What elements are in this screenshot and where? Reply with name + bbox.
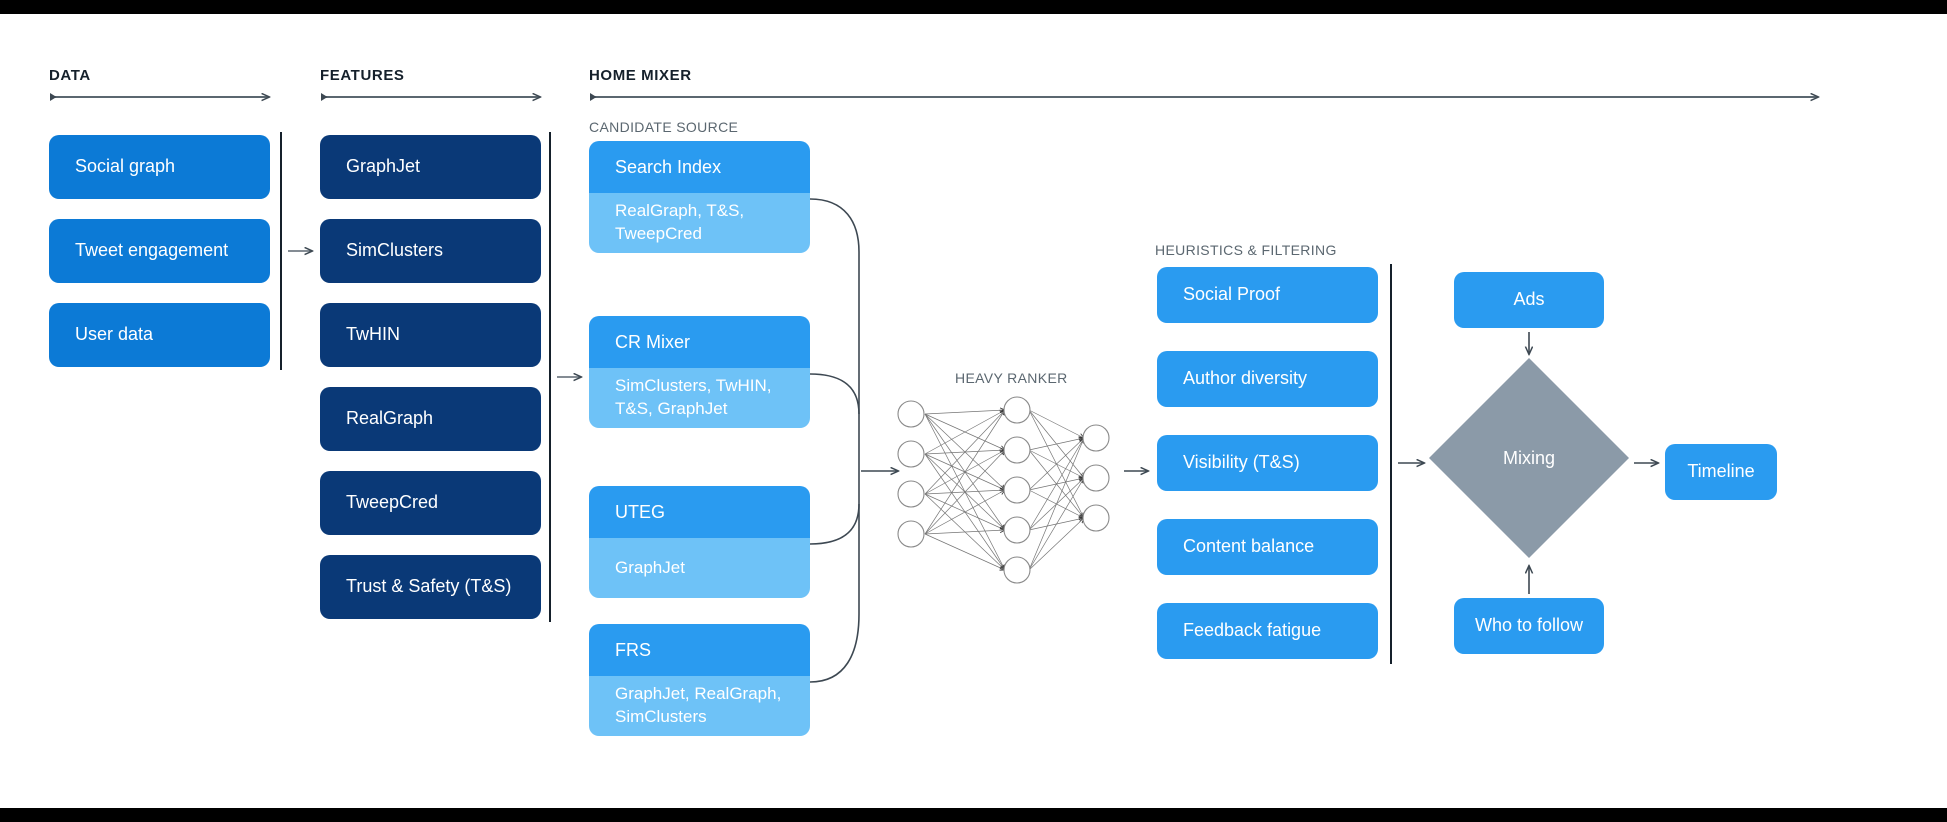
nn-hidden-node: [1003, 556, 1031, 584]
output-box-who-to-follow[interactable]: Who to follow: [1454, 598, 1604, 654]
heuristic-box-label: Feedback fatigue: [1183, 620, 1322, 641]
candidate-source-features: SimClusters, TwHIN, T&S, GraphJet: [589, 368, 810, 428]
subsection-title-candidate-source: CANDIDATE SOURCE: [589, 119, 739, 135]
data-box-label: Tweet engagement: [75, 240, 229, 261]
feature-box-label: TweepCred: [346, 492, 439, 513]
data-box-social-graph[interactable]: Social graph: [49, 135, 270, 199]
nn-input-node: [897, 440, 925, 468]
nn-input-node: [897, 520, 925, 548]
nn-input-node: [897, 400, 925, 428]
diagram-canvas: DATA FEATURES HOME MIXER CANDIDATE SOURC…: [0, 14, 1947, 808]
feature-box-label: RealGraph: [346, 408, 434, 429]
data-box-tweet-engagement[interactable]: Tweet engagement: [49, 219, 270, 283]
feature-box-trust-safety[interactable]: Trust & Safety (T&S): [320, 555, 541, 619]
candidate-source-features: RealGraph, T&S, TweepCred: [589, 193, 810, 253]
nn-hidden-node: [1003, 516, 1031, 544]
mixing-label: Mixing: [1502, 447, 1555, 468]
candidate-source-frs[interactable]: FRS GraphJet, RealGraph, SimClusters: [589, 624, 810, 736]
candidate-merge-bus: [809, 198, 860, 683]
candidate-source-features: GraphJet: [589, 538, 810, 598]
feature-box-graphjet[interactable]: GraphJet: [320, 135, 541, 199]
heuristic-box-content-balance[interactable]: Content balance: [1157, 519, 1378, 575]
nn-output-node: [1082, 424, 1110, 452]
candidate-source-search-index[interactable]: Search Index RealGraph, T&S, TweepCred: [589, 141, 810, 253]
feature-box-label: GraphJet: [346, 156, 421, 177]
divider-features-homemixer: [549, 132, 551, 622]
output-box-timeline[interactable]: Timeline: [1665, 444, 1777, 500]
section-title-home-mixer: HOME MIXER: [589, 67, 692, 84]
candidate-source-uteg[interactable]: UTEG GraphJet: [589, 486, 810, 598]
output-box-ads[interactable]: Ads: [1454, 272, 1604, 328]
heuristic-box-author-diversity[interactable]: Author diversity: [1157, 351, 1378, 407]
output-box-label: Ads: [1513, 289, 1545, 310]
output-box-label: Timeline: [1687, 461, 1755, 482]
data-box-label: Social graph: [75, 156, 176, 177]
section-title-features: FEATURES: [320, 67, 405, 84]
heuristic-box-label: Content balance: [1183, 536, 1315, 557]
nn-edges: [924, 410, 1084, 570]
candidate-source-name: Search Index: [589, 141, 810, 193]
divider-data-features: [280, 132, 282, 370]
feature-box-label: TwHIN: [346, 324, 400, 345]
output-box-label: Who to follow: [1474, 615, 1584, 636]
data-box-label: User data: [75, 324, 154, 345]
heuristic-box-label: Author diversity: [1183, 368, 1308, 389]
nn-input-node: [897, 480, 925, 508]
heavy-ranker-network: [897, 396, 1110, 584]
section-title-data: DATA: [49, 67, 91, 84]
candidate-source-name: UTEG: [589, 486, 810, 538]
candidate-source-name: CR Mixer: [589, 316, 810, 368]
mixing-node[interactable]: Mixing: [1429, 358, 1629, 558]
connector-overlay: [50, 14, 1947, 683]
nn-nodes: [897, 396, 1110, 584]
nn-hidden-node: [1003, 436, 1031, 464]
heuristic-box-social-proof[interactable]: Social Proof: [1157, 267, 1378, 323]
feature-box-tweepcred[interactable]: TweepCred: [320, 471, 541, 535]
subsection-title-heavy-ranker: HEAVY RANKER: [955, 370, 1068, 386]
heuristic-box-label: Visibility (T&S): [1183, 452, 1300, 473]
candidate-source-name: FRS: [589, 624, 810, 676]
subsection-title-heuristics: HEURISTICS & FILTERING: [1155, 242, 1337, 258]
feature-box-realgraph[interactable]: RealGraph: [320, 387, 541, 451]
nn-hidden-node: [1003, 476, 1031, 504]
candidate-source-cr-mixer[interactable]: CR Mixer SimClusters, TwHIN, T&S, GraphJ…: [589, 316, 810, 428]
nn-hidden-node: [1003, 396, 1031, 424]
feature-box-twhin[interactable]: TwHIN: [320, 303, 541, 367]
feature-box-simclusters[interactable]: SimClusters: [320, 219, 541, 283]
heuristic-box-visibility[interactable]: Visibility (T&S): [1157, 435, 1378, 491]
heuristic-box-feedback-fatigue[interactable]: Feedback fatigue: [1157, 603, 1378, 659]
feature-box-label: SimClusters: [346, 240, 444, 261]
feature-box-label: Trust & Safety (T&S): [346, 576, 512, 597]
mixing-diamond-shape: Mixing: [1429, 358, 1629, 558]
heuristic-box-label: Social Proof: [1183, 284, 1281, 305]
data-box-user-data[interactable]: User data: [49, 303, 270, 367]
candidate-source-features: GraphJet, RealGraph, SimClusters: [589, 676, 810, 736]
nn-output-node: [1082, 464, 1110, 492]
divider-heuristics-mixing: [1390, 264, 1392, 664]
nn-output-node: [1082, 504, 1110, 532]
